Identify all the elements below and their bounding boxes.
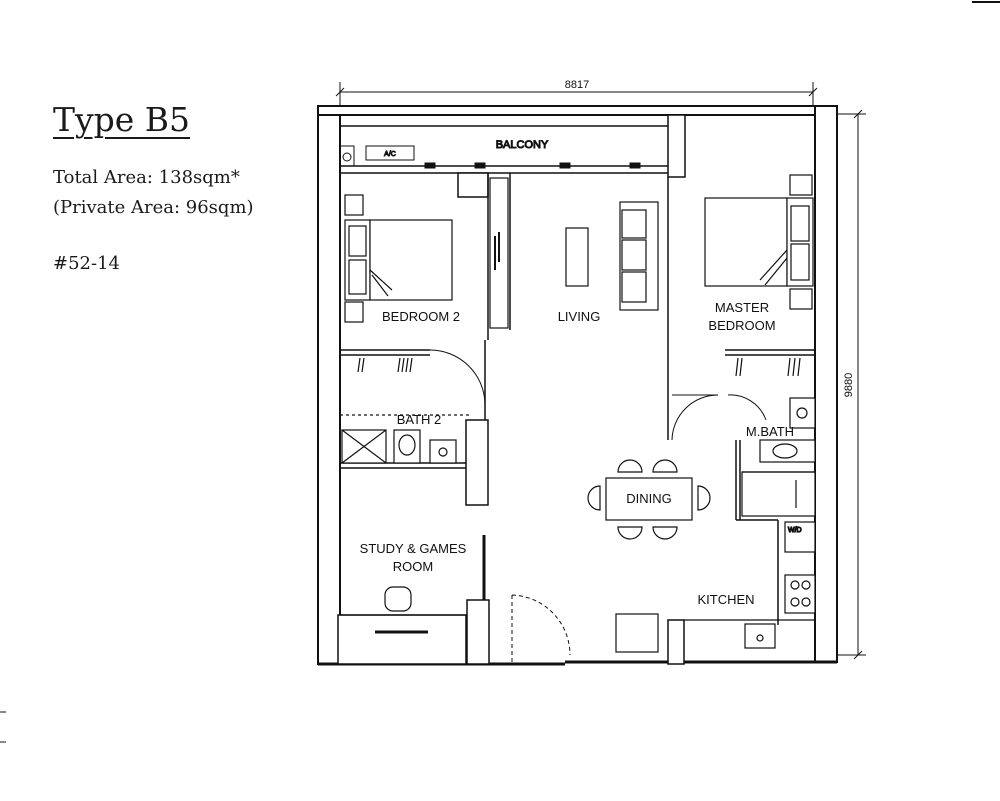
kitchen-label: KITCHEN xyxy=(697,592,754,607)
bedroom2-door-swing xyxy=(429,349,486,406)
living-label: LIVING xyxy=(558,309,601,324)
private-area-text: (Private Area: 96sqm) xyxy=(53,197,254,218)
bath2-label: BATH 2 xyxy=(397,412,442,427)
master-door-swing xyxy=(727,394,767,421)
study-label-line2: ROOM xyxy=(393,559,433,574)
mbath-fixtures xyxy=(741,397,816,517)
height-dimension: 9880 xyxy=(838,109,866,660)
balcony-label: BALCONY xyxy=(496,139,549,151)
study-label-line1: STUDY & GAMES xyxy=(360,541,467,556)
dining-label: DINING xyxy=(626,491,672,506)
wd-label: W/D xyxy=(788,527,802,534)
interior-walls xyxy=(339,114,815,665)
unit-number-text: #52-14 xyxy=(53,253,120,274)
ac-label: A/C xyxy=(384,151,396,158)
study-furniture xyxy=(340,535,486,634)
entry-door-swing xyxy=(511,594,571,662)
bath2-fixtures xyxy=(340,414,470,464)
balcony: A/C BALCONY xyxy=(339,125,668,174)
master-bedroom-furniture xyxy=(704,174,814,377)
total-area-text: Total Area: 138sqm* xyxy=(53,167,240,188)
bedroom2-furniture xyxy=(344,177,509,373)
dining-furniture xyxy=(587,459,711,540)
outer-walls xyxy=(317,105,838,666)
height-dimension-label: 9880 xyxy=(843,373,855,397)
bedroom2-label: BEDROOM 2 xyxy=(382,309,460,324)
mbath-label: M.BATH xyxy=(746,424,794,439)
unit-type-title: Type B5 xyxy=(53,100,191,139)
width-dimension-label: 8817 xyxy=(565,79,589,91)
living-furniture xyxy=(565,201,659,311)
mbath-door-swing xyxy=(671,394,719,441)
master-bedroom-label-line2: BEDROOM xyxy=(708,318,775,333)
master-bedroom-label-line1: MASTER xyxy=(715,300,769,315)
kitchen-fixtures: W/D xyxy=(615,521,816,653)
